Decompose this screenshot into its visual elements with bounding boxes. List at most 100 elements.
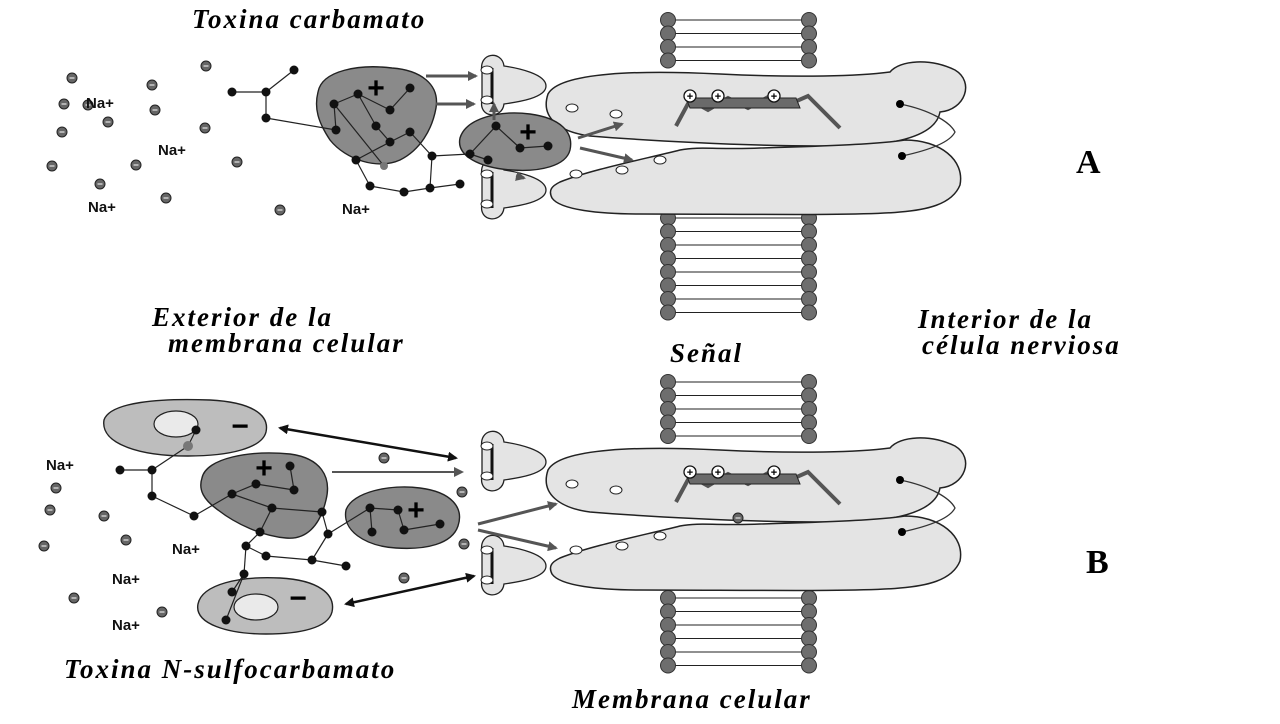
gate-site	[480, 169, 494, 179]
lipid-head	[801, 39, 817, 55]
pore-site	[615, 541, 629, 551]
sensor-charge	[767, 89, 781, 103]
lipid-head	[660, 237, 676, 253]
molecule-atom	[261, 551, 271, 561]
interior-dot	[898, 152, 906, 160]
gate-site	[480, 471, 494, 481]
lipid-head	[801, 12, 817, 28]
lipid-head	[660, 39, 676, 55]
toxin-plus-charge: +	[519, 116, 537, 149]
molecule-bond	[231, 493, 273, 509]
link-line	[899, 479, 956, 533]
molecule-atom	[455, 179, 465, 189]
lipid-head	[801, 304, 817, 321]
sodium-ion-label: Na+	[112, 571, 140, 588]
label-exterior-line1: Exterior de la	[152, 302, 333, 332]
lipid-head	[801, 237, 817, 253]
molecule-bond	[357, 93, 391, 111]
molecule-atom	[385, 105, 395, 115]
gate-site	[480, 545, 494, 555]
lipid-head	[660, 304, 676, 321]
molecule-bond	[355, 141, 391, 161]
lipid-head	[801, 657, 817, 674]
pore-site	[569, 169, 583, 179]
lipid-head	[801, 617, 817, 633]
lipid-head	[801, 264, 817, 280]
interior-dot	[896, 476, 904, 484]
molecule-atom	[543, 141, 553, 151]
molecule-atom	[371, 121, 381, 131]
molecule-bond	[369, 185, 405, 193]
title-toxina-carbamato: Toxina carbamato	[192, 4, 427, 34]
molecule-bond	[311, 559, 347, 567]
molecule-atom	[239, 569, 249, 579]
flow-arrow	[477, 501, 558, 526]
molecule-atom	[393, 505, 403, 515]
molecule-bond	[265, 555, 313, 561]
sodium-ion-label: Na+	[172, 541, 200, 558]
lipid-head	[660, 277, 676, 294]
lipid-head	[801, 277, 817, 294]
lipid-head	[660, 52, 676, 69]
pore-site	[653, 155, 667, 165]
lipid-head	[660, 387, 676, 404]
molecule-atom	[267, 503, 277, 513]
molecule-atom	[191, 425, 201, 435]
lipid-head	[801, 223, 817, 240]
interior-dot	[898, 528, 906, 536]
pore-site	[609, 485, 623, 495]
molecule-atom	[367, 527, 377, 537]
pore-site	[565, 103, 579, 113]
toxin-sulfocarbamate-second-ring	[344, 486, 461, 550]
flow-arrow	[577, 121, 624, 140]
sensor-bar	[685, 473, 801, 485]
lipid-head	[660, 644, 676, 660]
molecule-bond	[271, 507, 323, 513]
flow-arrow	[579, 146, 634, 164]
molecule-atom	[483, 155, 493, 165]
lipid-head	[660, 657, 676, 674]
molecule-atom	[323, 529, 333, 539]
lipid-bilayer-group	[660, 12, 817, 674]
lipid-head	[801, 52, 817, 69]
sensor-charge	[711, 465, 725, 479]
sensor-charge	[767, 465, 781, 479]
molecule-atom	[399, 187, 409, 197]
sensor-plus-sign: +	[771, 467, 777, 479]
molecule-bond	[151, 495, 195, 517]
sensor-charge	[711, 89, 725, 103]
pore-site	[569, 545, 583, 555]
lipid-head	[660, 250, 676, 267]
sodium-ion-label: Na+	[342, 201, 370, 218]
lipid-head	[660, 414, 676, 431]
lipid-head	[660, 428, 676, 444]
lipid-head	[801, 603, 817, 620]
sodium-ion-label: Na+	[88, 199, 116, 216]
molecule-atom	[289, 65, 299, 75]
sodium-ion-label: Na+	[46, 457, 74, 474]
toxin-carbamate-second-ring	[458, 112, 572, 172]
molecule-atom	[491, 121, 501, 131]
channel-lower-subunit	[549, 515, 962, 592]
molecule-bond	[403, 523, 441, 531]
molecule-atom	[329, 99, 339, 109]
panel-b-group: +++Na+Na+Na+Na+−−++	[38, 398, 967, 635]
gate-site	[480, 65, 494, 75]
repulsion-arrow	[344, 572, 476, 608]
lipid-head	[801, 590, 817, 606]
sensor-plus-sign: +	[715, 467, 721, 479]
molecule-atom	[465, 149, 475, 159]
molecule-bond	[519, 145, 549, 149]
lipid-head	[660, 401, 676, 417]
molecule-atom	[425, 183, 435, 193]
molecule-bond	[389, 87, 411, 111]
panel-label-a: A	[1076, 144, 1101, 181]
molecule-bond	[409, 131, 433, 157]
toxin-sulfocarbamate-guanidinium	[200, 452, 329, 539]
pore-site	[653, 531, 667, 541]
channel-lower-subunit	[549, 139, 962, 216]
molecule-bond	[429, 183, 461, 189]
toxin-plus-charge: +	[367, 72, 385, 105]
molecule-bond	[357, 93, 377, 127]
